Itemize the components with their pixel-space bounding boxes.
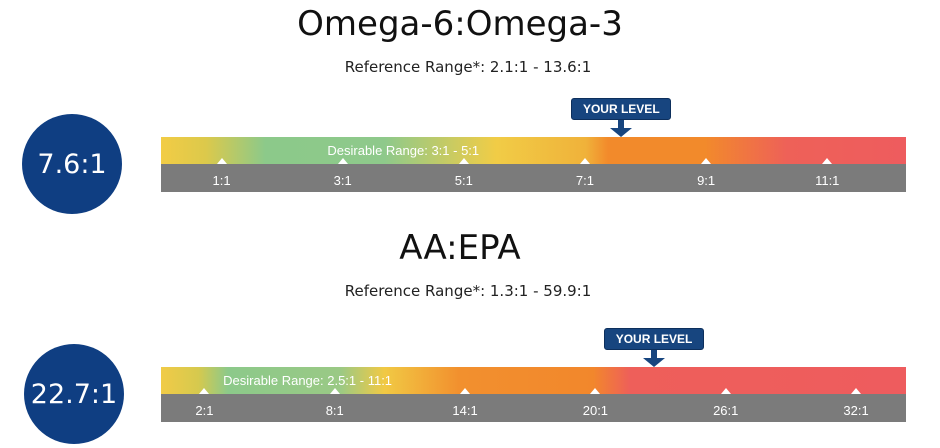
desirable-range-label: Desirable Range: 2.5:1 - 11:1 (223, 373, 393, 388)
tick-marker-icon (329, 388, 340, 394)
tick-strip: 2:1 8:1 14:1 20:1 26:1 32:1 (161, 388, 906, 422)
marker-arrow-icon (643, 358, 666, 367)
result-value: 7.6:1 (37, 148, 107, 180)
tick-label: 20:1 (582, 403, 609, 418)
your-level-label: YOUR LEVEL (604, 328, 705, 350)
tick-marker-icon (216, 158, 227, 164)
tick-marker-icon (720, 388, 731, 394)
tick-label: 14:1 (452, 403, 478, 418)
your-level-marker: YOUR LEVEL (571, 98, 672, 137)
gradient-bar: Desirable Range: 3:1 - 5:1 (161, 137, 906, 164)
tick-marker-icon (458, 158, 469, 164)
tick-marker-icon (199, 388, 210, 394)
your-level-label: YOUR LEVEL (571, 98, 672, 120)
chart-title: AA:EPA (399, 228, 521, 268)
tick-label: 8:1 (325, 403, 344, 418)
marker-arrow-icon (610, 128, 633, 137)
tick-marker-icon (460, 388, 471, 394)
tick-label: 1:1 (212, 173, 231, 188)
tick-label: 9:1 (697, 173, 716, 188)
tick-label: 32:1 (843, 403, 869, 418)
marker-stem (618, 120, 625, 128)
reference-range: Reference Range*: 2.1:1 - 13.6:1 (344, 58, 592, 76)
tick-label: 26:1 (713, 403, 739, 418)
marker-stem (651, 350, 658, 358)
your-level-marker: YOUR LEVEL (604, 328, 705, 367)
aa-epa-panel: AA:EPA Reference Range*: 1.3:1 - 59.9:1 … (0, 224, 940, 448)
reference-range: Reference Range*: 1.3:1 - 59.9:1 (344, 282, 592, 300)
omega-ratio-panel: Omega-6:Omega-3 Reference Range*: 2.1:1 … (22, 4, 906, 214)
result-value-badge: 7.6:1 (22, 114, 122, 214)
tick-label: 7:1 (575, 173, 594, 188)
result-value: 22.7:1 (30, 378, 118, 410)
tick-label: 3:1 (333, 173, 352, 188)
result-value-badge: 22.7:1 (24, 344, 124, 444)
tick-label: 5:1 (454, 173, 473, 188)
tick-label: 2:1 (195, 403, 214, 418)
tick-marker-icon (822, 158, 833, 164)
tick-marker-icon (337, 158, 348, 164)
chart-title: Omega-6:Omega-3 (297, 4, 623, 44)
tick-marker-icon (701, 158, 712, 164)
tick-label: 11:1 (815, 173, 840, 188)
gradient-bar: Desirable Range: 2.5:1 - 11:1 (161, 367, 906, 394)
tick-marker-icon (579, 158, 590, 164)
tick-marker-icon (590, 388, 601, 394)
desirable-range-label: Desirable Range: 3:1 - 5:1 (327, 143, 480, 158)
tick-strip: 1:1 3:1 5:1 7:1 9:1 11:1 (161, 158, 906, 192)
tick-marker-icon (851, 388, 862, 394)
